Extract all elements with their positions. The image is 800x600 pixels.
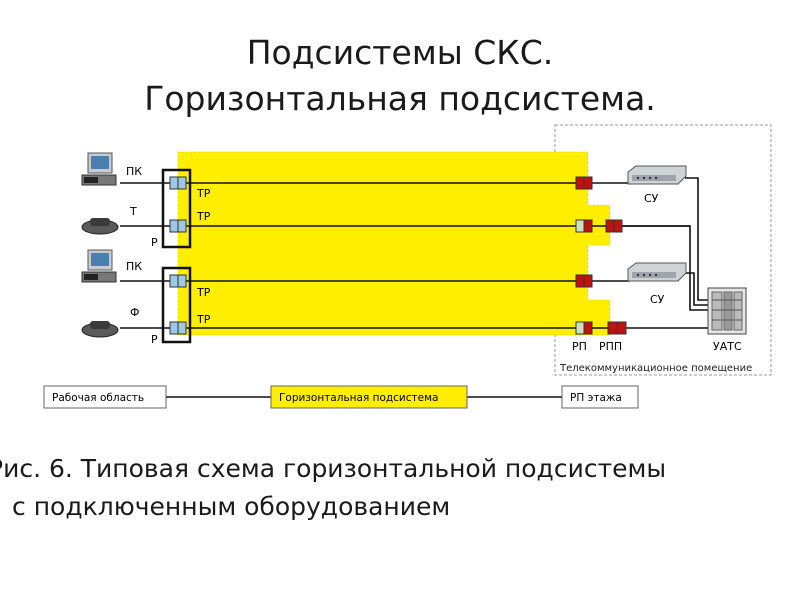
device-label-phone: Т bbox=[129, 205, 137, 218]
box-label-r-1: Р bbox=[151, 236, 158, 249]
outlet-label-1: ТР bbox=[196, 187, 211, 200]
telephone-icon bbox=[81, 218, 119, 235]
device-label-pc-1: ПК bbox=[126, 165, 142, 178]
outlet-box-1 bbox=[161, 168, 192, 249]
device-label-pc-2: ПК bbox=[126, 260, 142, 273]
fax-icon bbox=[81, 321, 119, 338]
switch-label-2: СУ bbox=[650, 293, 665, 306]
outlet-label-2: ТР bbox=[196, 210, 211, 223]
outlets bbox=[169, 176, 187, 335]
box-label-r-2: Р bbox=[151, 333, 158, 346]
caption-line-1: Рис. 6. Типовая схема горизонтальной под… bbox=[0, 454, 667, 483]
slide-title: Подсистемы СКС. Горизонтальная подсистем… bbox=[0, 30, 800, 122]
legend-floor-panel-box bbox=[561, 385, 639, 409]
cross-panel-ports bbox=[605, 219, 627, 335]
legend-work-area-box bbox=[43, 385, 167, 409]
legend-floor-panel: РП этажа bbox=[570, 392, 622, 404]
legend-horizontal: Горизонтальная подсистема bbox=[279, 392, 438, 404]
switch-label-1: СУ bbox=[644, 192, 659, 205]
outlet-label-3: ТР bbox=[196, 286, 211, 299]
legend-horizontal-box bbox=[270, 385, 468, 409]
title-line-1: Подсистемы СКС. bbox=[246, 33, 554, 72]
legend-work-area: Рабочая область bbox=[52, 392, 144, 404]
pbx-label: УАТС bbox=[713, 340, 742, 353]
switch-icon bbox=[627, 262, 687, 282]
caption-line-2: с подключенным оборудованием bbox=[12, 492, 451, 521]
device-label-fax: Ф bbox=[130, 306, 139, 319]
patch-panel-label: РП bbox=[572, 340, 587, 353]
outlet-box-2 bbox=[161, 266, 192, 344]
computer-icon bbox=[81, 152, 117, 186]
horizontal-zone bbox=[177, 151, 611, 336]
pbx-icon bbox=[707, 287, 747, 335]
title-line-2: Горизонтальная подсистема. bbox=[144, 79, 656, 118]
cross-panel-label: РПП bbox=[599, 340, 622, 353]
telecom-room-label: Телекоммуникационное помещение bbox=[559, 363, 752, 374]
outlet-label-4: ТР bbox=[196, 313, 211, 326]
computer-icon bbox=[81, 249, 117, 283]
switch-icon bbox=[627, 165, 687, 185]
patch-panel-ports bbox=[575, 176, 593, 335]
